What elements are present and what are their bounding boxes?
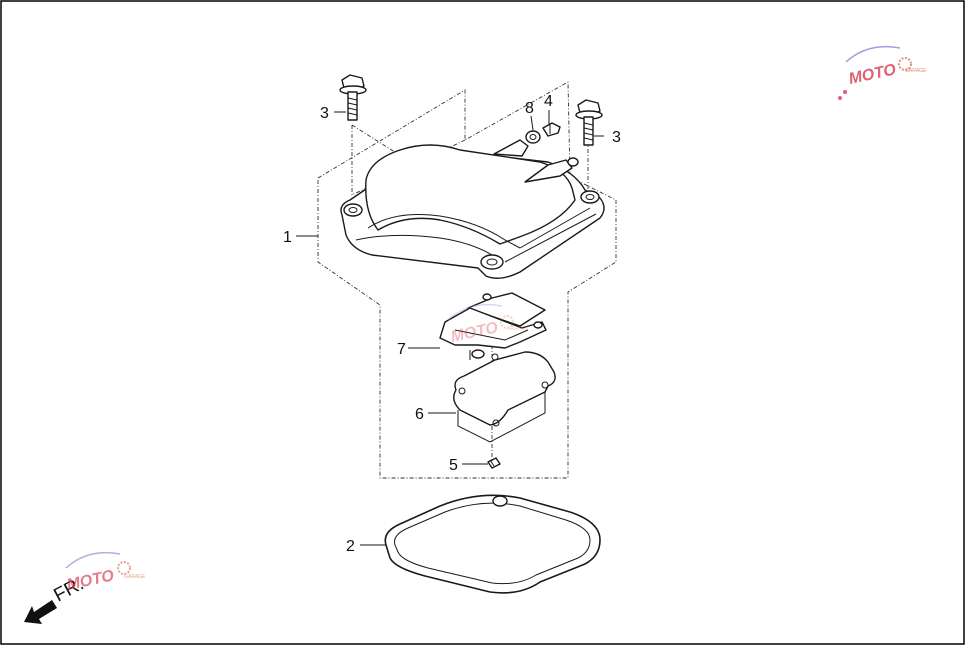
watermark-subtext: GARAGE bbox=[905, 68, 927, 74]
assembly-outline bbox=[317, 81, 617, 479]
callout-4: 4 bbox=[544, 93, 553, 110]
cylinder-head-cover bbox=[340, 139, 605, 279]
callout-2: 2 bbox=[346, 538, 355, 555]
watermark-logo-bottom-left: MOTO GARAGE bbox=[65, 551, 146, 594]
sealing-washer bbox=[525, 130, 541, 144]
callout-8: 8 bbox=[525, 100, 534, 117]
small-bolt bbox=[542, 122, 561, 137]
flange-bolt-right bbox=[575, 99, 603, 146]
callout-3-left: 3 bbox=[320, 105, 329, 122]
watermark-subtext: GARAGE bbox=[507, 326, 529, 332]
callout-3-right: 3 bbox=[612, 129, 621, 146]
head-cover-gasket bbox=[384, 494, 601, 594]
callout-6: 6 bbox=[415, 406, 424, 423]
watermark-text: MOTO bbox=[847, 61, 898, 88]
watermark-subtext: GARAGE bbox=[124, 574, 146, 580]
flange-bolt-left bbox=[339, 74, 367, 121]
callout-7: 7 bbox=[397, 341, 406, 358]
reed-valve-plate bbox=[439, 292, 547, 360]
arrow-icon bbox=[24, 600, 57, 624]
leader-lines bbox=[296, 110, 604, 546]
small-screw bbox=[487, 457, 501, 469]
callout-1: 1 bbox=[283, 229, 292, 246]
watermark-logo-top-right: MOTO GARAGE bbox=[838, 45, 927, 100]
watermark-text: MOTO bbox=[65, 567, 116, 594]
callout-5: 5 bbox=[449, 457, 458, 474]
reed-gasket bbox=[453, 351, 556, 443]
